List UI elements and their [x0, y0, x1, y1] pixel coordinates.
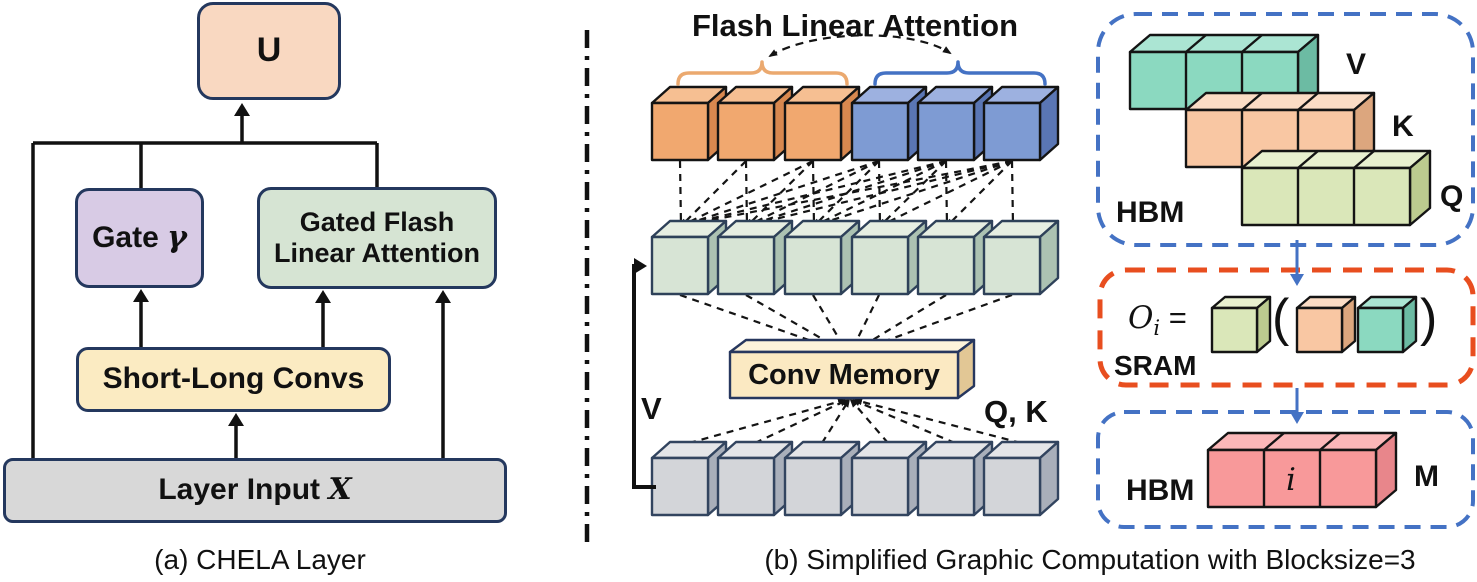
node-gate-label: Gate γ — [92, 219, 187, 255]
panel-a-connectors — [31, 103, 451, 459]
k-tensor-label: K — [1392, 110, 1414, 143]
sram-v-cube — [1356, 295, 1418, 354]
v-feedback-line — [632, 258, 656, 489]
qk-label: Q, K — [984, 394, 1048, 429]
inter-block-arc — [768, 34, 952, 58]
conv-output-cubes — [650, 219, 1060, 296]
output-subscript: i — [1153, 316, 1161, 341]
block-index-label: i — [1286, 462, 1296, 498]
node-u-label: U — [256, 31, 282, 70]
output-block-cubes — [650, 85, 1060, 162]
sram-box — [1097, 267, 1476, 388]
m-tensor-row — [1206, 431, 1398, 509]
input-token-cubes — [650, 440, 1060, 517]
hbm-out-box — [1096, 410, 1475, 529]
equals-sign: = — [1168, 300, 1187, 335]
node-input-label: Layer Input X — [158, 472, 352, 508]
q-tensor-row — [1240, 149, 1432, 227]
sram-label: SRAM — [1114, 350, 1197, 381]
open-paren: ( — [1272, 289, 1290, 347]
q-tensor-label: Q — [1440, 180, 1464, 213]
memory-flow-panel — [1096, 12, 1476, 529]
caption-panel-b: (b) Simplified Graphic Computation with … — [764, 544, 1416, 575]
node-short-long-convs: Short-Long Convs — [76, 347, 391, 412]
hbm-in-label: HBM — [1116, 196, 1185, 229]
orange-block-brace — [676, 60, 849, 86]
v-tensor-label: V — [1346, 48, 1367, 81]
flash-linear-attention-title: Flash Linear Attention — [691, 8, 1019, 43]
node-gfla: Gated Flash Linear Attention — [257, 187, 497, 289]
node-gfla-label: Gated Flash Linear Attention — [274, 206, 480, 268]
v-label: V — [641, 391, 662, 426]
caption-panel-a: (a) CHELA Layer — [154, 544, 366, 575]
m-tensor-label: M — [1414, 460, 1439, 493]
node-gate: Gate γ — [75, 188, 204, 288]
close-paren: ) — [1420, 289, 1438, 347]
sram-q-cube — [1210, 295, 1272, 354]
node-u: U — [197, 2, 341, 100]
conv-memory-label: Conv Memory — [748, 358, 940, 391]
attention-lines — [678, 159, 1015, 229]
sram-formula: Oi = — [1128, 300, 1187, 340]
hbm-out-label: HBM — [1126, 474, 1195, 507]
node-convs-label: Short-Long Convs — [102, 362, 365, 396]
node-layer-input: Layer Input X — [3, 458, 507, 523]
output-symbol: O — [1128, 300, 1154, 336]
sram-k-cube — [1295, 295, 1357, 354]
blue-block-brace — [873, 60, 1047, 86]
block-braces — [676, 34, 1047, 86]
x-symbol: X — [328, 472, 352, 508]
gamma-symbol: γ — [167, 219, 187, 255]
